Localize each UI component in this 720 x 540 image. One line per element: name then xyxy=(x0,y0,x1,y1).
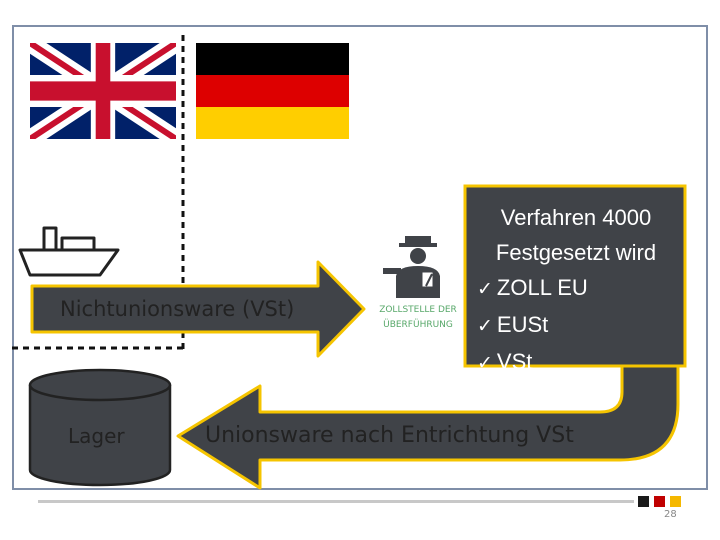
check-item-text: VSt xyxy=(496,349,533,374)
customs-caption-line2: ÜBERFÜHRUNG xyxy=(383,320,453,330)
check-icon: ✓ xyxy=(477,352,493,374)
footer-accent-yellow xyxy=(670,496,681,507)
footer-accent-red xyxy=(654,496,665,507)
customs-caption-line1: ZOLLSTELLE DER xyxy=(379,305,457,315)
return-arrow xyxy=(176,364,680,490)
german-flag-icon xyxy=(196,43,349,139)
check-icon: ✓ xyxy=(477,278,493,300)
storage-cylinder-icon xyxy=(28,368,172,487)
storage-label: Lager xyxy=(68,424,125,448)
footer-accent-dark xyxy=(638,496,649,507)
uk-flag-icon xyxy=(30,43,176,139)
customs-caption: ZOLLSTELLE DER ÜBERFÜHRUNG xyxy=(370,303,466,333)
return-arrow-label: Unionsware nach Entrichtung VSt xyxy=(205,423,574,448)
check-icon: ✓ xyxy=(477,315,493,337)
info-box: Verfahren 4000 Festgesetzt wird ✓ZOLL EU… xyxy=(465,186,685,374)
footer-divider xyxy=(38,500,634,503)
info-box-bg xyxy=(463,184,687,368)
page-number: 28 xyxy=(664,509,677,520)
info-box-procedure: Verfahren 4000 xyxy=(500,205,652,230)
flow-arrow-label: Nichtunionsware (VSt) xyxy=(60,297,295,321)
info-box-check-item: ✓EUSt xyxy=(477,307,675,344)
info-box-check-item: ✓VSt xyxy=(477,344,675,381)
ship-icon xyxy=(18,226,120,277)
check-item-text: ZOLL EU xyxy=(496,275,588,300)
customs-officer-icon xyxy=(383,236,440,298)
info-box-determined: Festgesetzt wird xyxy=(495,240,657,265)
flow-arrow-right xyxy=(30,260,366,358)
check-item-text: EUSt xyxy=(496,312,549,337)
info-box-check-item: ✓ZOLL EU xyxy=(477,270,675,307)
